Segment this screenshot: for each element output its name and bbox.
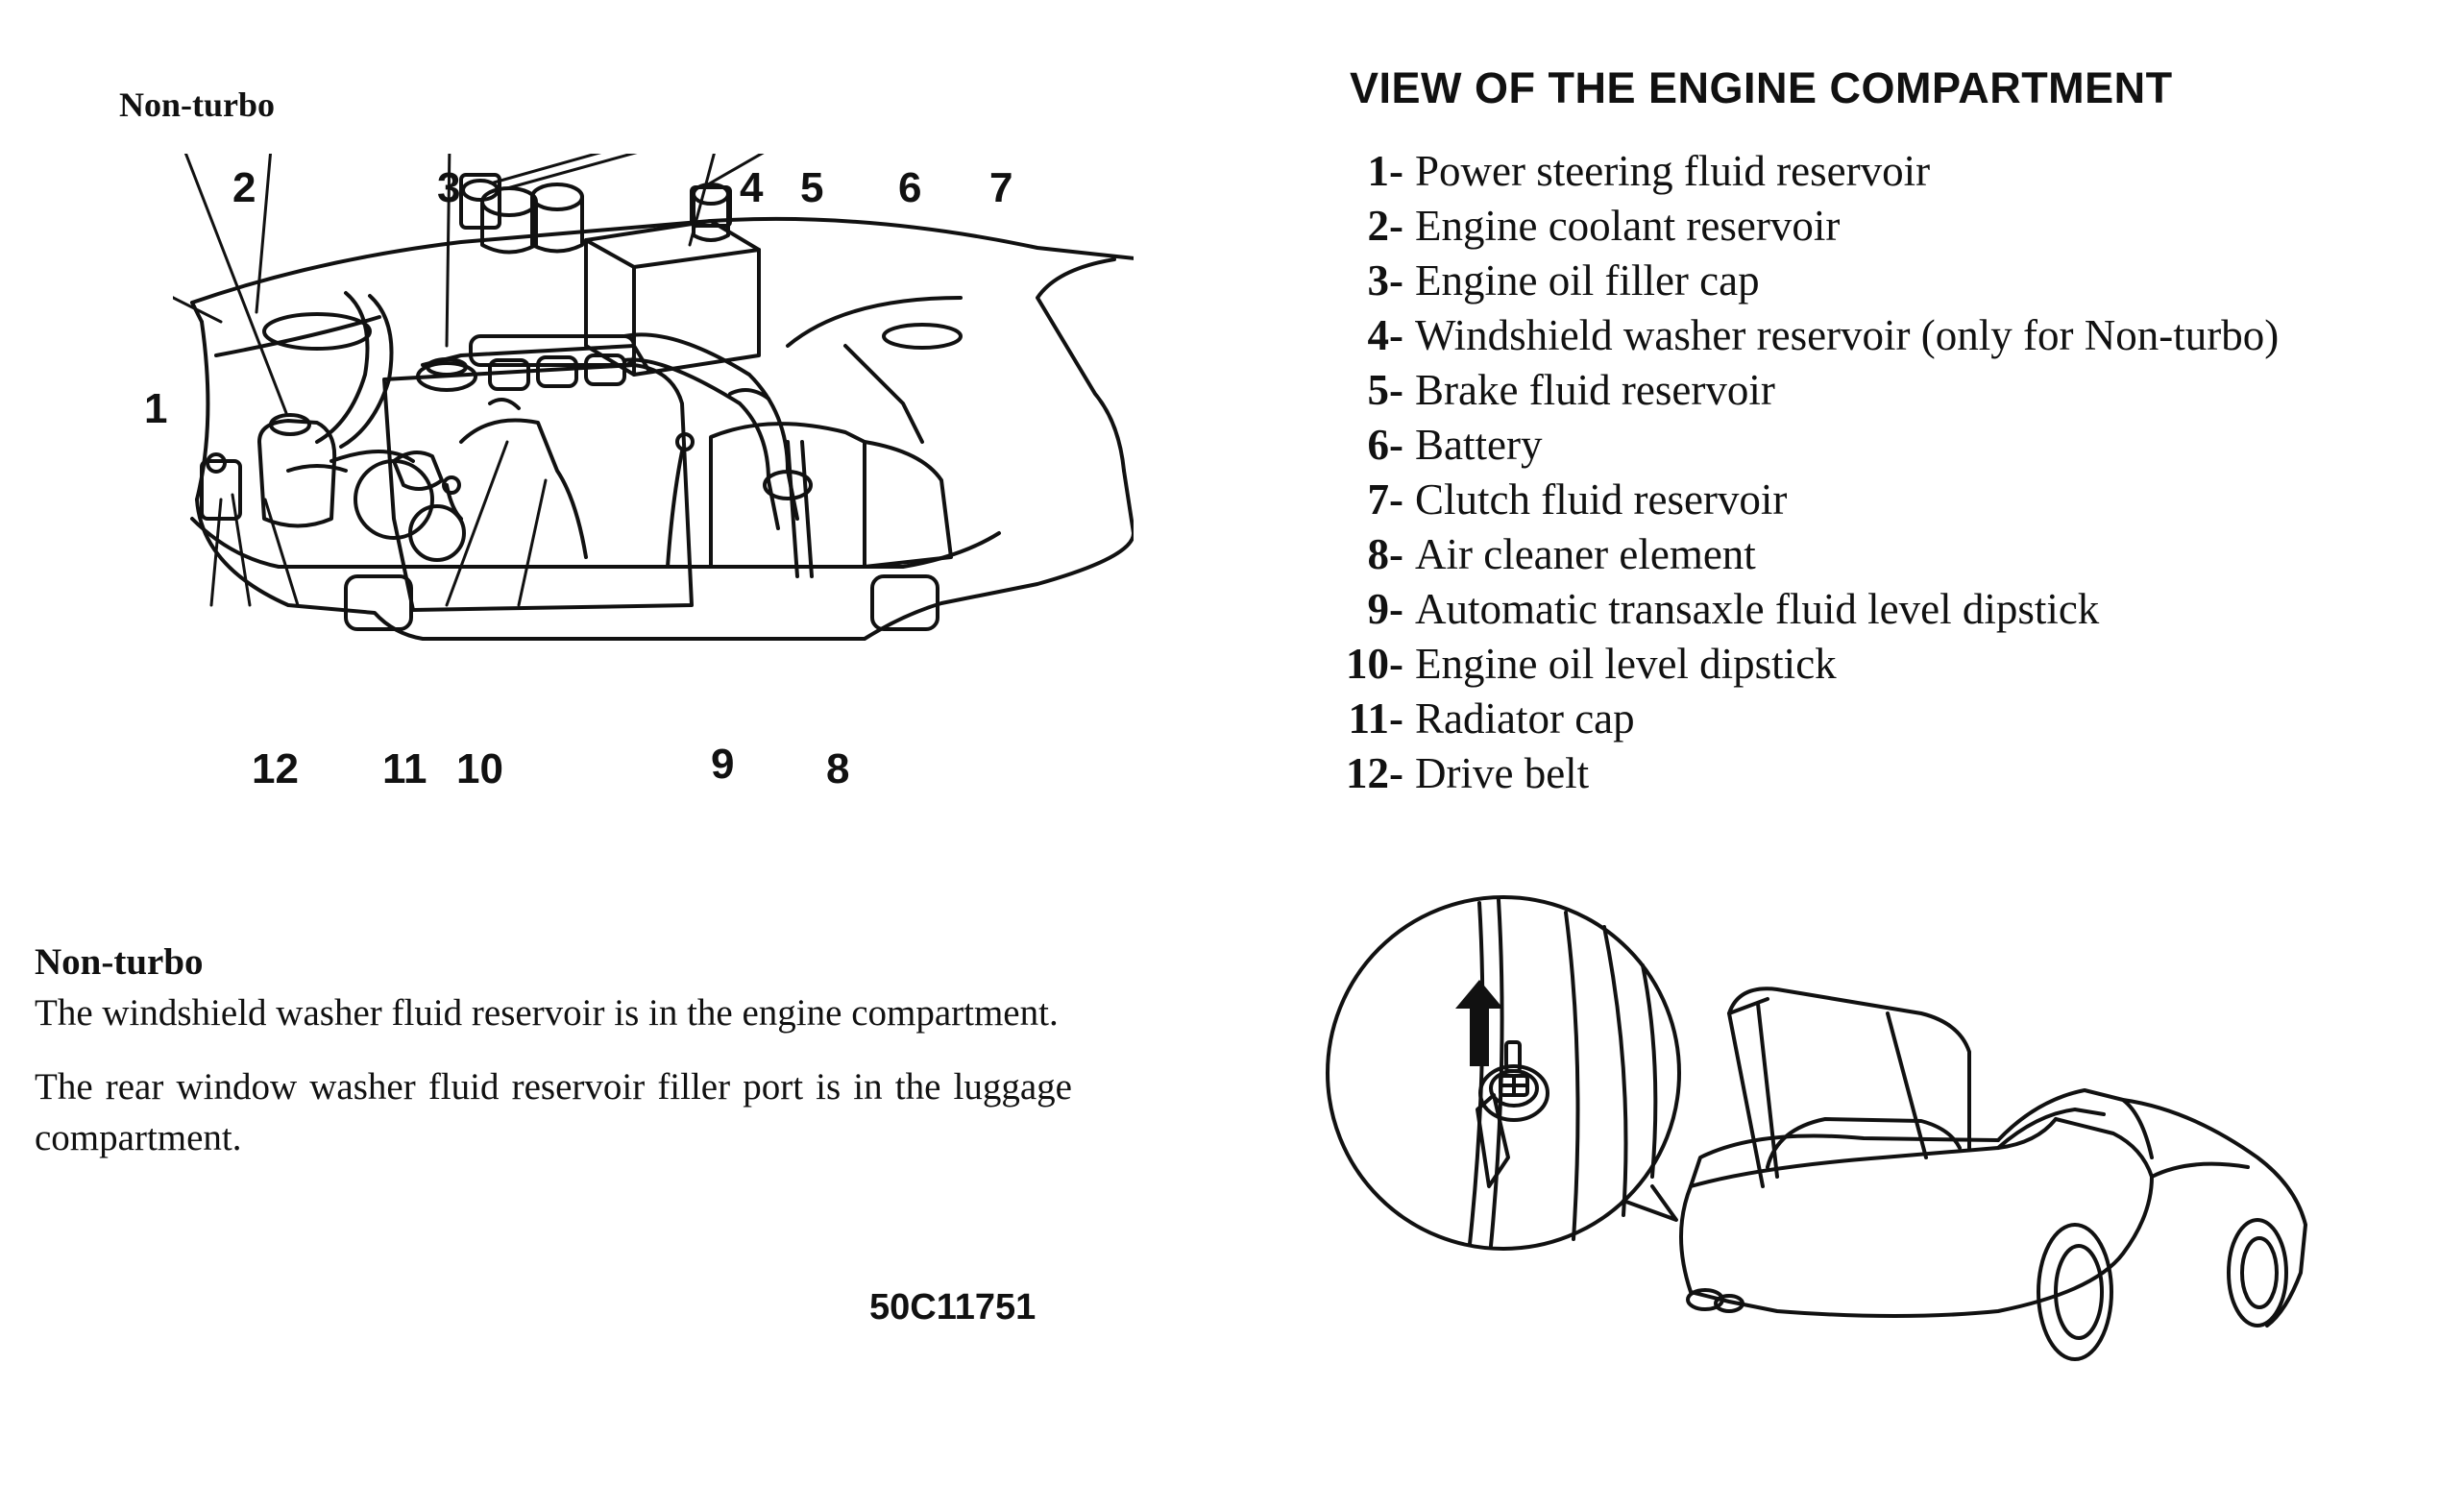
- legend-item: 11-Radiator cap: [1348, 694, 1635, 743]
- callout-12: 12: [252, 745, 299, 792]
- figure-code: 50C11751: [869, 1287, 1037, 1328]
- legend-item: 10-Engine oil level dipstick: [1346, 640, 1837, 688]
- notes-section: Non-turbo The windshield washer fluid re…: [35, 937, 1072, 1163]
- engine-compartment-diagram: [173, 154, 1134, 641]
- callout-4: 4: [740, 164, 764, 211]
- legend-item: 5-Brake fluid reservoir: [1367, 366, 1775, 414]
- legend-item: 2-Engine coolant reservoir: [1367, 202, 1841, 250]
- callout-2: 2: [232, 164, 256, 211]
- callout-11: 11: [382, 745, 427, 792]
- notes-paragraph-1: The windshield washer fluid reservoir is…: [35, 992, 1059, 1034]
- notes-heading: Non-turbo: [35, 941, 204, 983]
- callout-5: 5: [800, 164, 823, 211]
- legend-item: 9-Automatic transaxle fluid level dipsti…: [1367, 585, 2100, 633]
- legend-item: 12-Drive belt: [1346, 749, 1590, 797]
- callout-8: 8: [826, 745, 849, 792]
- legend-item: 6-Battery: [1367, 421, 1543, 469]
- callout-10: 10: [456, 745, 503, 792]
- legend-item: 3-Engine oil filler cap: [1367, 256, 1760, 305]
- legend-item: 8-Air cleaner element: [1367, 530, 1756, 578]
- engine-callouts: 1 2 3 4 5 6 7 12 11 10 9 8: [144, 164, 1012, 792]
- legend-item: 7-Clutch fluid reservoir: [1367, 475, 1788, 524]
- callout-7: 7: [989, 164, 1012, 211]
- callout-3: 3: [437, 164, 460, 211]
- callout-9: 9: [711, 741, 734, 788]
- callout-1: 1: [144, 385, 167, 432]
- figure-caption: Non-turbo: [119, 85, 276, 124]
- callout-6: 6: [898, 164, 921, 211]
- legend-item: 4-Windshield washer reservoir (only for …: [1367, 311, 2280, 359]
- arrow-up-icon: [1455, 980, 1503, 1066]
- legend-item: 1-Power steering fluid reservoir: [1367, 147, 1931, 195]
- luggage-compartment-illustration: [1326, 895, 2307, 1361]
- notes-paragraph-2: The rear window washer fluid reservoir f…: [35, 1066, 1072, 1158]
- component-legend: 1-Power steering fluid reservoir 2-Engin…: [1326, 144, 2459, 801]
- page-title: VIEW OF THE ENGINE COMPARTMENT: [1350, 63, 2173, 112]
